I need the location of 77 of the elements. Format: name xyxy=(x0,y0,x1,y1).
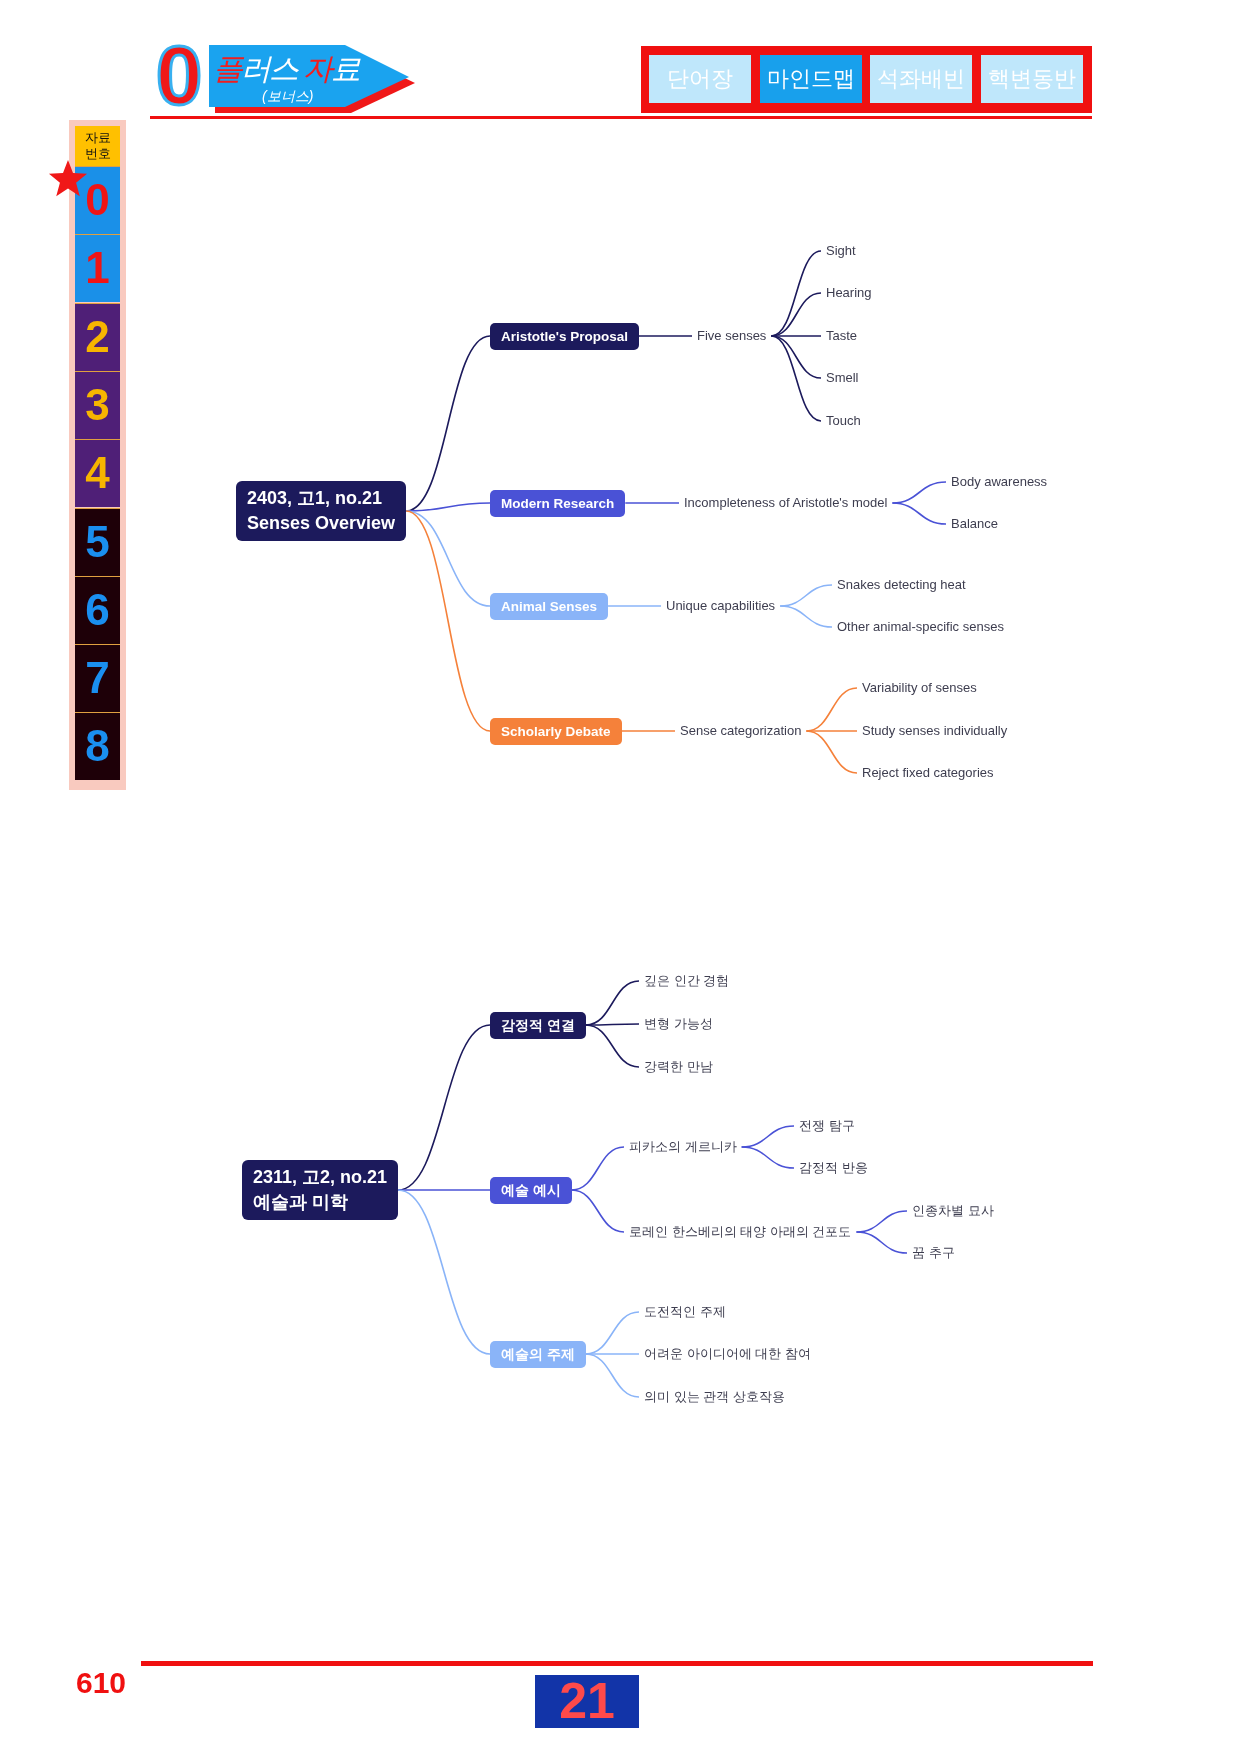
number-tab: 3 xyxy=(75,370,120,439)
number-tab: 6 xyxy=(75,575,120,644)
nav-tab: 핵변동반 xyxy=(980,55,1083,103)
branch-line xyxy=(620,730,676,732)
subtopic-text: 인종차별 묘사 xyxy=(907,1202,999,1220)
branch-topic: Scholarly Debate xyxy=(490,717,622,745)
branch-line xyxy=(570,1189,625,1233)
subtopic-text: Variability of senses xyxy=(857,679,982,697)
branch-line xyxy=(891,502,947,525)
subtopic-text: 도전적인 주제 xyxy=(639,1303,731,1321)
branch-line xyxy=(638,335,693,337)
branch-line xyxy=(624,502,680,504)
branch-line xyxy=(584,1024,640,1068)
number-tab: 2 xyxy=(75,302,120,371)
subtopic-text: Smell xyxy=(821,369,864,387)
subtopic-text: Taste xyxy=(821,327,863,345)
nav-tab: 마인드맵 xyxy=(759,55,862,103)
subtopic-text: Incompleteness of Aristotle's model xyxy=(679,494,893,512)
branch-topic: 감정적 연결 xyxy=(490,1011,586,1039)
subtopic-text: 깊은 인간 경험 xyxy=(639,972,735,990)
topic-text: 2311, 고2, no.21 xyxy=(253,1166,388,1189)
question-number: 21 xyxy=(535,1675,639,1728)
branch-line xyxy=(805,730,858,774)
subtopic-text: 감정적 반응 xyxy=(794,1159,873,1177)
branch-topic: Aristotle's Proposal xyxy=(490,322,639,350)
subtopic-text: Balance xyxy=(946,515,1003,533)
branch-topic: 예술의 주제 xyxy=(490,1340,586,1368)
branch-line xyxy=(770,335,822,379)
banner-title: 플러스 자료 xyxy=(213,51,360,87)
subtopic-text: Touch xyxy=(821,412,866,430)
number-tab: 4 xyxy=(75,439,120,508)
branch-line xyxy=(405,510,491,607)
badge-numeral: 0 xyxy=(154,42,204,109)
subtopic-text: Sight xyxy=(821,242,861,260)
nav-tab: 석좌배빈 xyxy=(870,55,972,103)
topic-text: 2403, 고1, no.21 xyxy=(247,487,384,510)
branch-topic: Animal Senses xyxy=(490,592,609,620)
subtopic-text: 피카소의 게르니카 xyxy=(624,1138,742,1156)
branch-line xyxy=(770,335,822,422)
subtopic-text: Snakes detecting heat xyxy=(832,576,971,594)
number-tab: 8 xyxy=(75,712,120,781)
subtopic-text: Unique capabilities xyxy=(661,597,781,615)
subtopic-text: Other animal-specific senses xyxy=(832,618,1009,636)
nav-tab: 단어장 xyxy=(649,55,751,103)
branch-line xyxy=(740,1146,795,1169)
subtopic-text: Five senses xyxy=(692,327,772,345)
branch-line xyxy=(405,510,491,732)
subtopic-text: Study senses individually xyxy=(857,722,1013,740)
branch-line xyxy=(584,1353,640,1398)
subtopic-text: 강력한 만남 xyxy=(639,1058,718,1076)
subtopic-text: 변형 가능성 xyxy=(639,1015,718,1033)
subtopic-text: Body awareness xyxy=(946,473,1053,491)
subtopic-text: Hearing xyxy=(821,284,877,302)
subtopic-text: 어려운 아이디어에 대한 참여 xyxy=(639,1345,816,1363)
branch-topic: Modern Research xyxy=(490,489,626,517)
branch-line xyxy=(607,605,662,607)
branch-topic: 예술 예시 xyxy=(490,1176,572,1204)
branch-line xyxy=(397,1189,491,1355)
number-tab: 5 xyxy=(75,507,120,576)
subtopic-text: Reject fixed categories xyxy=(857,764,999,782)
topic-text: Senses Overview xyxy=(247,512,396,535)
sidebar-heading: 자료 번호 xyxy=(75,126,120,166)
central-topic xyxy=(242,1160,399,1220)
subtopic-text: 로레인 한스베리의 태양 아래의 건포도 xyxy=(624,1223,857,1241)
page-number: 610 xyxy=(76,1667,127,1699)
central-topic xyxy=(236,481,407,541)
branch-line xyxy=(855,1231,908,1254)
subtopic-text: 의미 있는 관객 상호작용 xyxy=(639,1388,790,1406)
topic-text: 예술과 미학 xyxy=(253,1191,349,1214)
banner-subtitle: (보너스) xyxy=(262,88,314,104)
branch-line xyxy=(779,605,833,628)
number-tab: 1 xyxy=(75,234,120,303)
number-tab: 7 xyxy=(75,644,120,713)
subtopic-text: 전쟁 탐구 xyxy=(794,1117,860,1135)
subtopic-text: 꿈 추구 xyxy=(907,1244,960,1262)
subtopic-text: Sense categorization xyxy=(675,722,807,740)
number-tab: 0 xyxy=(75,166,120,234)
